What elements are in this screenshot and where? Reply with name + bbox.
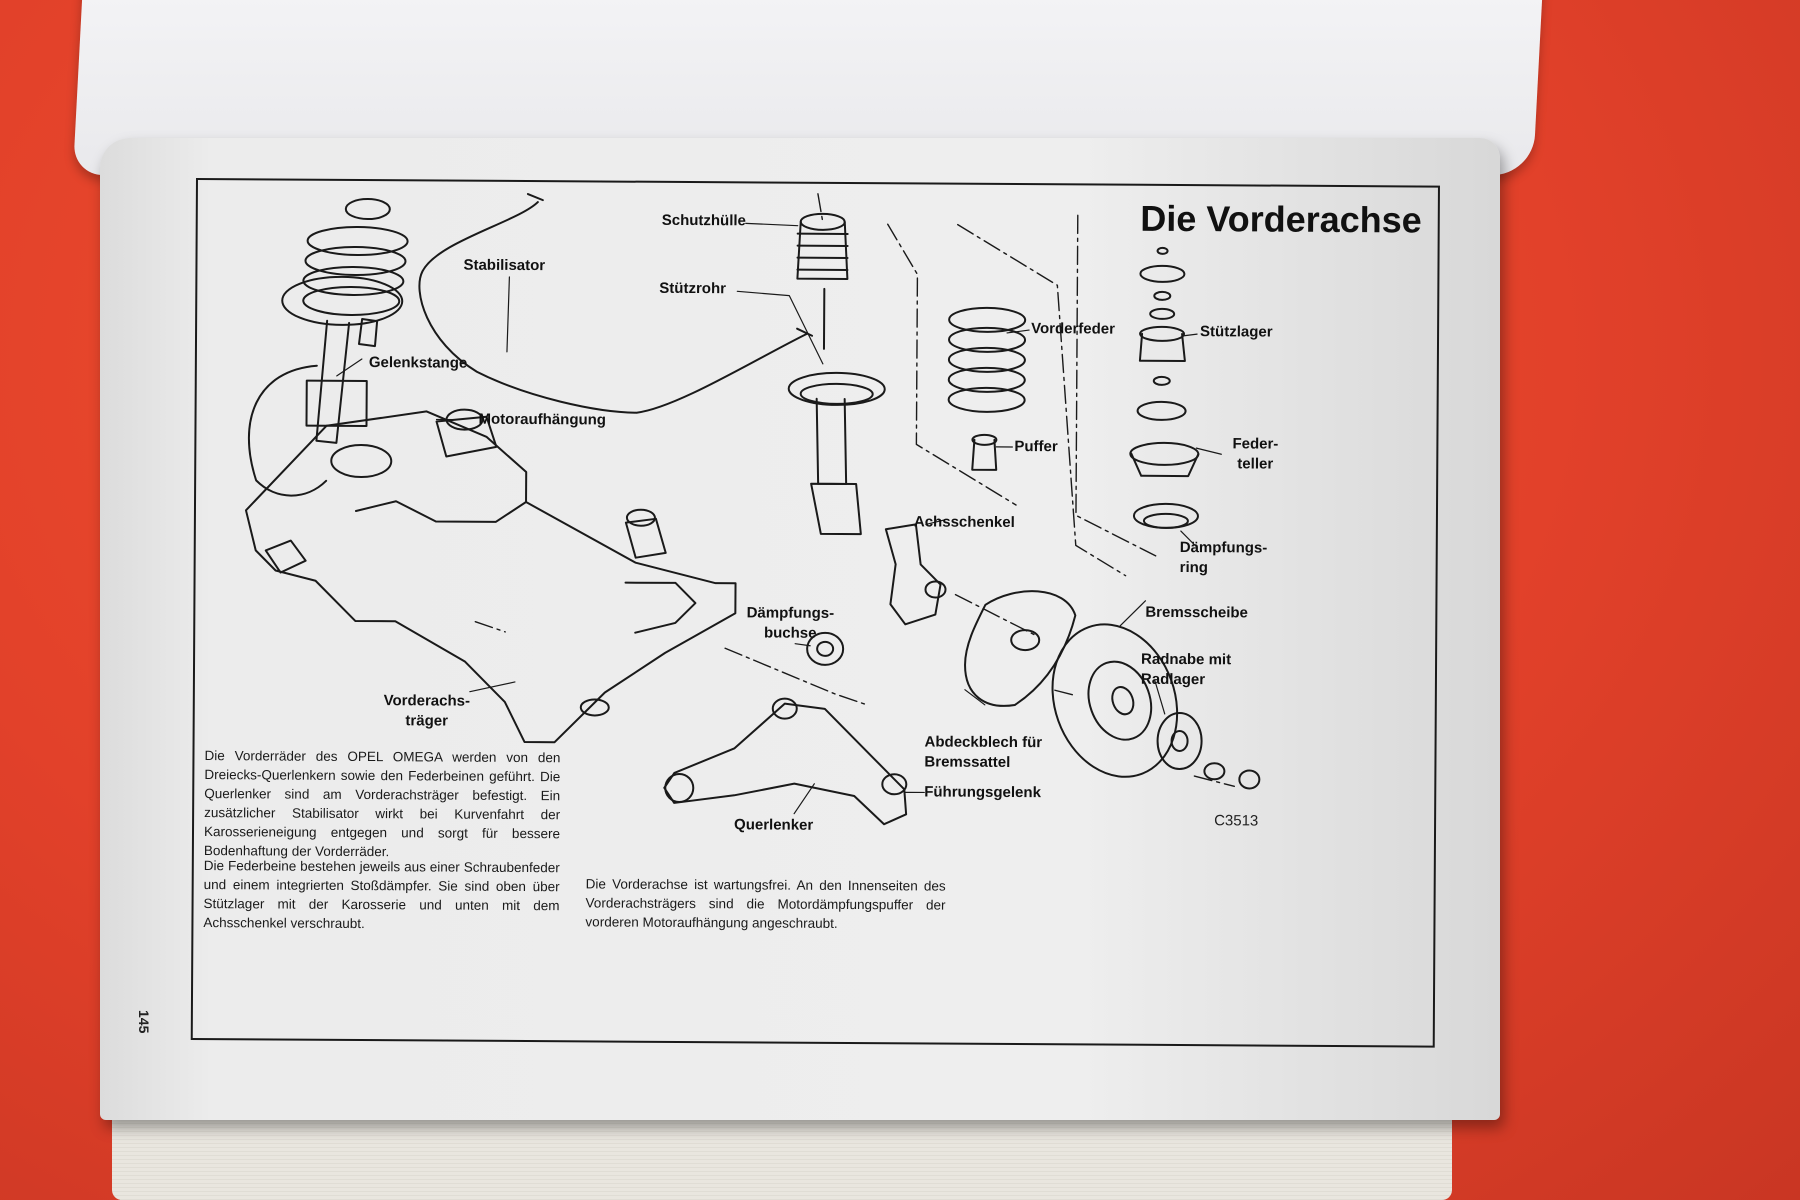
left-strut-assembly bbox=[248, 198, 409, 497]
paragraph-wheel-guidance: Die Vorderräder des OPEL OMEGA werden vo… bbox=[203, 748, 561, 860]
label-radnabe: Radnabe mit Radlager bbox=[1140, 650, 1232, 689]
label-vorderfeder: Vorderfeder bbox=[1031, 320, 1116, 338]
top-mount-stack bbox=[1129, 246, 1200, 529]
label-stuetzrohr: Stützrohr bbox=[659, 279, 727, 298]
wheel-hub bbox=[1156, 712, 1261, 790]
label-schutzhuelle: Schutzhülle bbox=[661, 211, 746, 230]
subframe bbox=[244, 410, 737, 744]
engine-mount bbox=[435, 408, 667, 559]
label-stabilisator: Stabilisator bbox=[463, 256, 546, 275]
label-querlenker: Querlenker bbox=[734, 816, 814, 834]
paragraph-struts: Die Federbeine bestehen jeweils aus eine… bbox=[203, 858, 560, 932]
book-page bbox=[100, 138, 1500, 1120]
center-strut bbox=[787, 212, 886, 536]
label-puffer: Puffer bbox=[1014, 438, 1058, 456]
brake-shield bbox=[964, 590, 1077, 707]
label-achsschenkel: Achsschenkel bbox=[913, 513, 1015, 532]
label-bremsscheibe: Bremsscheibe bbox=[1145, 603, 1248, 622]
label-motoraufhaengung: Motoraufhängung bbox=[478, 410, 607, 429]
diagram-title: Die Vorderachse bbox=[1140, 197, 1422, 241]
page-number: 145 bbox=[136, 1010, 152, 1034]
diagram-frame: Die Vorderachse Schutzhülle Stabilisator… bbox=[190, 178, 1440, 1048]
label-vorderachstraeger: Vorderachs- träger bbox=[383, 692, 471, 730]
label-stuetzlager: Stützlager bbox=[1200, 323, 1273, 341]
stabilizer-bar bbox=[418, 193, 814, 414]
label-gelenkstange: Gelenkstange bbox=[368, 354, 468, 372]
exploded-view-drawing bbox=[244, 193, 1261, 826]
figure-code: C3513 bbox=[1214, 812, 1259, 830]
label-abdeckblech: Abdeckblech für Bremssattel bbox=[924, 733, 1043, 771]
label-fuehrungsgelenk: Führungsgelenk bbox=[924, 783, 1042, 802]
front-spring bbox=[947, 306, 1027, 471]
label-daempfungsring: Dämpfungs- ring bbox=[1179, 539, 1268, 577]
label-daempfungsbuchse: Dämpfungs- buchse bbox=[746, 604, 835, 642]
label-federteller: Feder- teller bbox=[1232, 435, 1279, 473]
control-arm bbox=[663, 697, 908, 826]
bushing bbox=[806, 631, 845, 666]
steering-knuckle bbox=[884, 523, 947, 626]
paragraph-maintenance: Die Vorderachse ist wartungsfrei. An den… bbox=[585, 876, 946, 931]
brake-disc bbox=[1051, 623, 1179, 778]
